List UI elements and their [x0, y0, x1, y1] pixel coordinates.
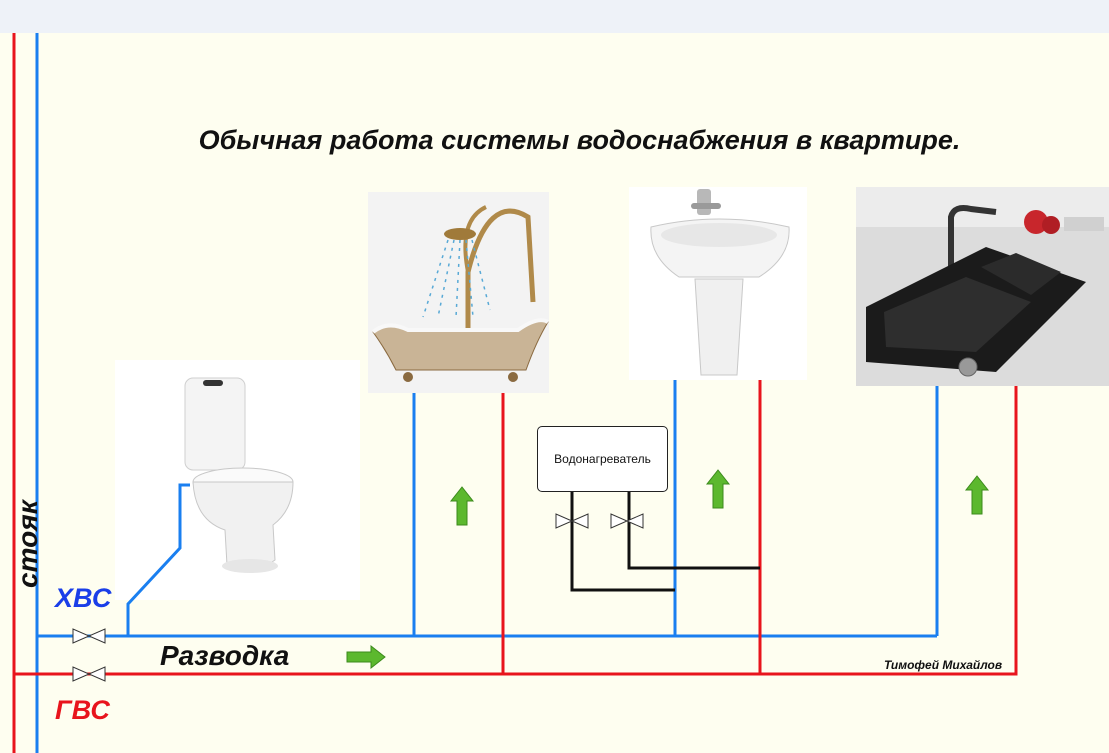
- heater-hot-outlet-pipe: [629, 492, 760, 568]
- cold-main-valve-icon: [73, 629, 105, 643]
- flow-arrow-icon: [966, 476, 988, 514]
- flow-arrow-icon: [707, 470, 729, 508]
- hot-distribution-pipe: [14, 386, 1016, 674]
- riser-label: стояк: [12, 494, 44, 594]
- flow-arrow-icon: [451, 487, 473, 525]
- flow-arrow-icon: [347, 646, 385, 668]
- author-label: Тимофей Михайлов: [884, 658, 1002, 672]
- heater-cold-inlet-pipe: [572, 492, 675, 590]
- water-heater-box: Водонагреватель: [537, 426, 668, 492]
- cold-water-label: ХВС: [55, 583, 111, 614]
- hot-water-label: ГВС: [55, 695, 110, 726]
- heater-outlet-valve-icon: [611, 514, 643, 528]
- toilet-cold-pipe: [128, 485, 190, 636]
- hot-main-valve-icon: [73, 667, 105, 681]
- distribution-label: Разводка: [160, 640, 289, 672]
